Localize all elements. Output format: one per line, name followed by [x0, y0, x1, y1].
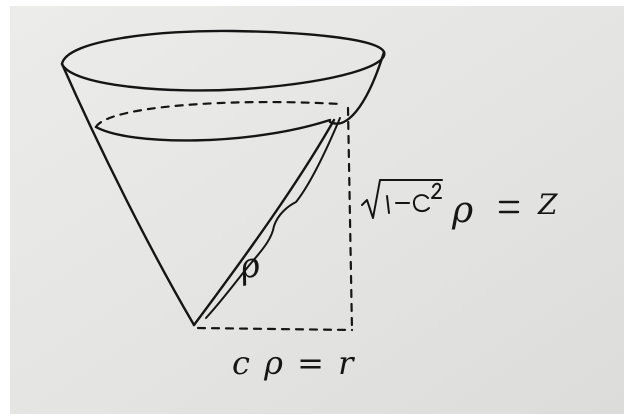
- c-stroke: [412, 194, 430, 213]
- cone-left-edge: [60, 62, 196, 327]
- cross-section-front-arc: [94, 118, 332, 142]
- exponent-two-stroke: [431, 182, 442, 199]
- slant-brace: [205, 117, 341, 319]
- height-rho-label: ρ: [451, 190, 473, 231]
- height-line: [346, 106, 354, 332]
- base-label: c ρ = r: [232, 344, 355, 382]
- slant-line: [192, 118, 336, 327]
- height-rhs-label: Z: [537, 188, 558, 221]
- sqrt-radical-icon: [361, 179, 443, 219]
- cone-right-edge: [328, 50, 386, 125]
- cross-section-back-arc: [94, 100, 342, 129]
- equals-sign: [498, 200, 520, 214]
- sqrt-expression: [361, 179, 443, 219]
- base-line: [196, 326, 354, 332]
- digit-one-stroke: [386, 195, 390, 214]
- paper-sheet: [10, 6, 624, 414]
